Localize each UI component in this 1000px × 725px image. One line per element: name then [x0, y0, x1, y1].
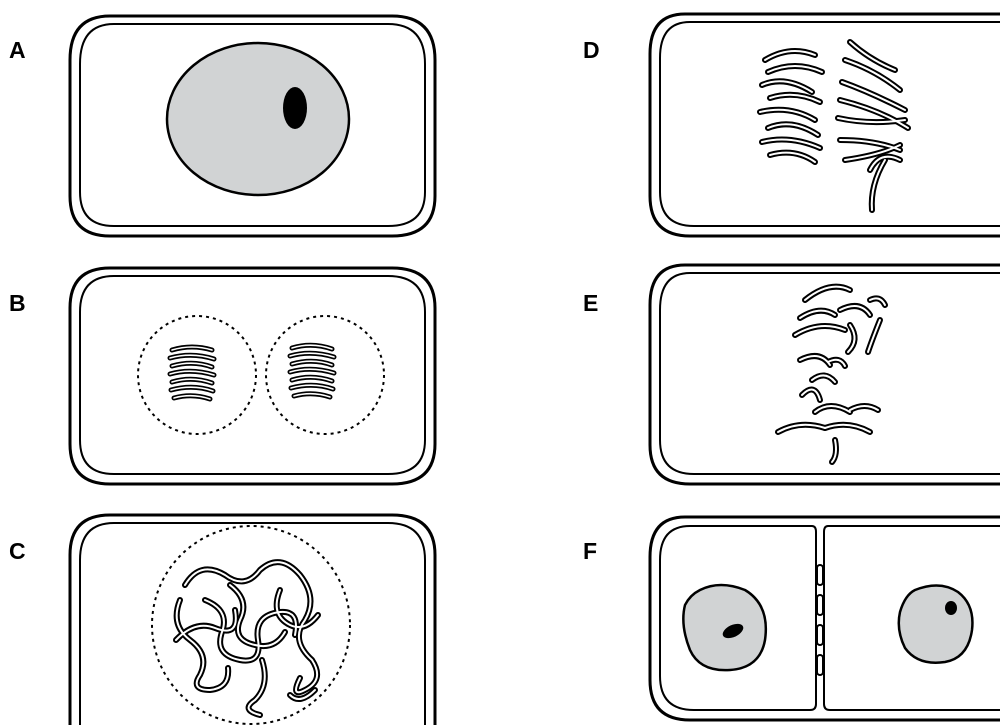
- cell-c-outer-wall-right: [110, 515, 435, 725]
- cell-b-inner-wall: [80, 276, 425, 474]
- cell-d: [650, 14, 1000, 236]
- daughter-nucleus-right: [899, 585, 973, 662]
- cell-d-inner-wall: [660, 22, 1000, 226]
- cell-e-inner-wall: [660, 273, 1000, 474]
- cell-f: [650, 517, 1000, 720]
- cell-c: [70, 515, 435, 725]
- metaphase-chromosomes-inner: [778, 287, 885, 462]
- cell-e: [650, 265, 1000, 484]
- daughter-nucleus-left: [683, 585, 766, 670]
- cell-c-inner-wall: [80, 523, 425, 725]
- cell-d-outer-wall: [650, 14, 1000, 236]
- cell-b-outer-wall: [70, 268, 435, 484]
- daughter-nuclear-envelope-left: [138, 316, 256, 434]
- cell-c-outer-wall: [70, 515, 110, 725]
- cell-b: [70, 268, 435, 484]
- cell-a: [70, 16, 435, 236]
- daughter-nuclear-envelope-right: [266, 316, 384, 434]
- nucleus-a: [167, 43, 349, 195]
- nucleolus-f-right: [945, 601, 957, 615]
- anaphase-chromatids-right: [838, 42, 908, 210]
- cell-plate: [817, 565, 823, 675]
- nucleolus-a: [283, 87, 307, 129]
- nuclear-envelope-c: [152, 526, 350, 724]
